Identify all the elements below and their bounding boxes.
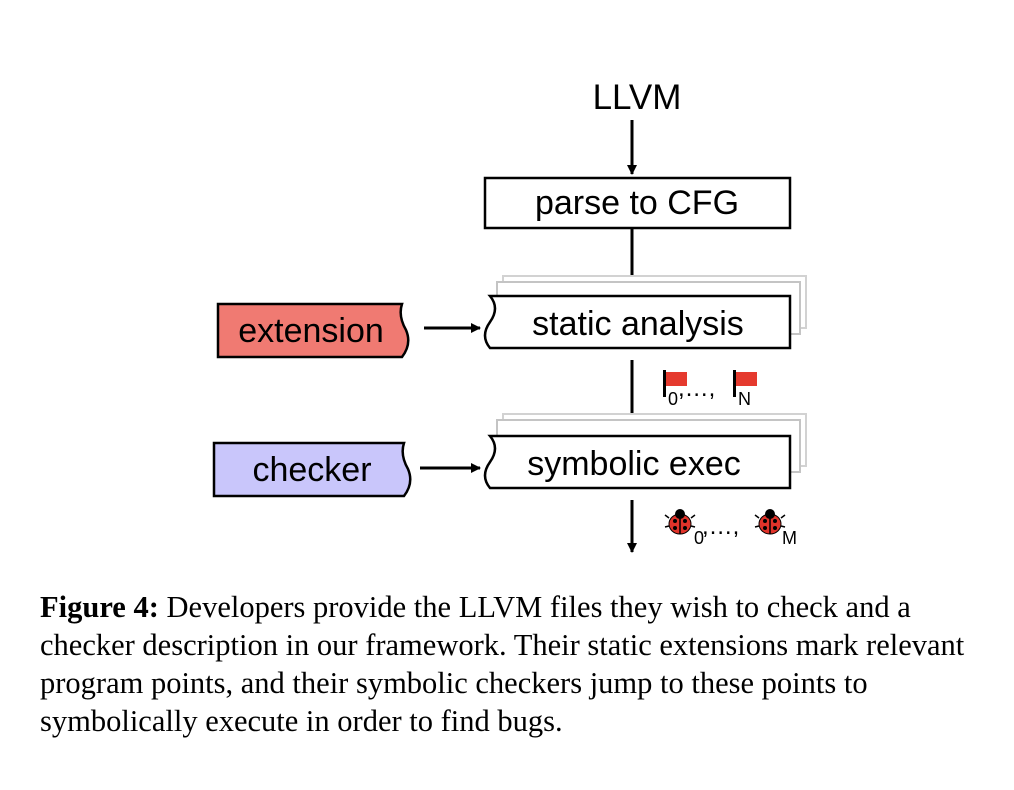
bug-ellipsis: ,…, [702, 513, 739, 540]
parse-to-cfg-label: parse to CFG [535, 184, 739, 222]
flag-first-subscript: 0 [668, 389, 678, 409]
parse-to-cfg-box [483, 176, 792, 230]
symbolic-exec-stack: symbolic exec [483, 413, 807, 490]
program-points-annotation: 0 ,…, N [663, 370, 757, 409]
extension-box [216, 302, 410, 359]
figure-label: Figure 4: [40, 590, 159, 624]
checker-label: checker [252, 451, 371, 489]
llvm-input-label: LLVM [593, 78, 682, 117]
static-analysis-stack: static analysis [483, 275, 807, 350]
caption-text: Developers provide the LLVM files they w… [40, 590, 965, 738]
bug-last-subscript: M [782, 528, 797, 548]
bugs-annotation: 0 ,…, M [664, 508, 797, 548]
bug-first-subscript: 0 [694, 528, 704, 548]
static-analysis-label: static analysis [532, 305, 744, 343]
workflow-diagram: LLVM parse to CFG static analysis extens… [212, 78, 807, 553]
bug-icon-last [754, 508, 786, 535]
flag-ellipsis: ,…, [678, 375, 715, 402]
bug-icon-first [664, 508, 696, 535]
figure-caption: Figure 4: Developers provide the LLVM fi… [40, 588, 990, 740]
checker-box [212, 441, 412, 498]
flag-last-subscript: N [738, 389, 751, 409]
symbolic-exec-label: symbolic exec [527, 445, 741, 483]
extension-label: extension [238, 312, 384, 350]
